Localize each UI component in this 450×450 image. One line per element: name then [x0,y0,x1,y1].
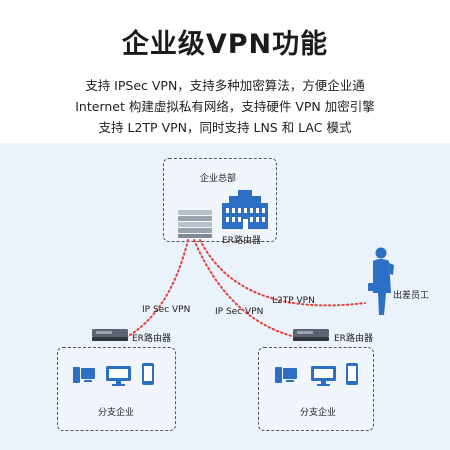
description-line-1: 支持 IPSec VPN，支持多种加密算法，方便企业通 [85,78,365,93]
ipsec-link-left [124,239,189,339]
branch-right-phone-icon [346,363,358,385]
l2tp-label: L2TP VPN [272,296,315,306]
branch-left-box [57,347,176,431]
branch-right-label: 分支企业 [300,408,337,418]
hq-building-icon [222,190,268,229]
branch-right-router-label: ER路由器 [334,334,373,344]
branch-left-router-icon [92,329,128,341]
branch-left-label: 分支企业 [98,408,135,418]
branch-right-monitor-icon [311,366,336,386]
hq-router-icon [178,210,212,238]
description-line-3: 支持 L2TP VPN，同时支持 LNS 和 LAC 模式 [98,120,352,135]
remote-staff-icon [368,247,394,315]
ipsec-link-right [193,239,301,339]
branch-left-router-label: ER路由器 [132,334,171,344]
l2tp-link [199,239,366,307]
headquarters-label: 企业总部 [200,174,237,184]
page-title: 企业级VPN功能 [121,29,329,60]
branch-left-monitor-icon [106,366,131,386]
branch-left-phone-icon [142,363,154,385]
ipsec-left-label: IP Sec VPN [142,305,191,315]
branch-right-desktop-icon [275,367,297,383]
network-diagram: 企业总部 ER路由器 ER路由器 ER路由器 分支企业 分支企业 IP Sec … [0,143,450,450]
branch-right-box [258,347,374,431]
branch-left-desktop-icon [73,367,95,383]
remote-staff-label: 出差员工 [393,291,430,301]
diagram-graphics [73,190,394,386]
branch-right-router-icon [293,329,329,341]
ipsec-right-label: IP Sec VPN [215,307,264,317]
hq-router-label: ER路由器 [222,236,261,246]
description-line-2: Internet 构建虚拟私有网络，支持硬件 VPN 加密引擎 [75,99,375,114]
